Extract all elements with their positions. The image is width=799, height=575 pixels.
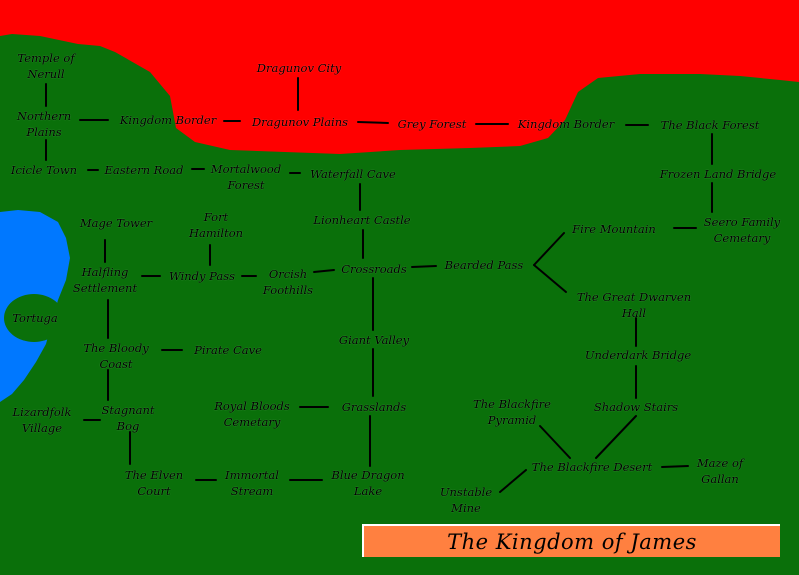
location-tortuga[interactable]: Tortuga bbox=[12, 311, 58, 325]
location-dragunov-city[interactable]: Dragunov City bbox=[256, 61, 342, 75]
location-shadow-stairs[interactable]: Shadow Stairs bbox=[593, 400, 679, 414]
map-title-banner: The Kingdom of James bbox=[362, 524, 780, 557]
location-icicle-town[interactable]: Icicle Town bbox=[10, 163, 78, 177]
enemy-territory bbox=[0, 0, 799, 154]
tortuga-island bbox=[4, 294, 64, 342]
location-the-blackfire-desert[interactable]: The Blackfire Desert bbox=[531, 460, 653, 474]
location-bearded-pass[interactable]: Bearded Pass bbox=[444, 258, 524, 272]
location-grasslands[interactable]: Grasslands bbox=[341, 400, 407, 414]
location-the-bloody-coast[interactable]: The Bloody Coast bbox=[83, 341, 149, 371]
location-kingdom-border-east[interactable]: Kingdom Border bbox=[517, 117, 615, 131]
location-seero-family-cemetary[interactable]: Seero Family Cemetary bbox=[703, 215, 781, 245]
location-waterfall-cave[interactable]: Waterfall Cave bbox=[310, 167, 396, 181]
location-fort-hamilton[interactable]: Fort Hamilton bbox=[188, 210, 244, 240]
location-kingdom-border-west[interactable]: Kingdom Border bbox=[119, 113, 217, 127]
location-orcish-foothills[interactable]: Orcish Foothills bbox=[262, 267, 314, 297]
location-unstable-mine[interactable]: Unstable Mine bbox=[439, 485, 493, 515]
location-crossroads[interactable]: Crossroads bbox=[341, 262, 407, 276]
location-immortal-stream[interactable]: Immortal Stream bbox=[225, 468, 279, 498]
route-lines bbox=[45, 77, 713, 493]
map-title: The Kingdom of James bbox=[447, 529, 697, 554]
location-mortalwood-forest[interactable]: Mortalwood Forest bbox=[210, 162, 282, 192]
location-northern-plains[interactable]: Northern Plains bbox=[16, 109, 72, 139]
location-the-blackfire-pyramid[interactable]: The Blackfire Pyramid bbox=[473, 397, 551, 427]
location-lizardfolk-village[interactable]: Lizardfolk Village bbox=[12, 405, 72, 435]
location-temple-of-nerull[interactable]: Temple of Nerull bbox=[17, 51, 75, 81]
location-frozen-land-bridge[interactable]: Frozen Land Bridge bbox=[659, 167, 777, 181]
location-giant-valley[interactable]: Giant Valley bbox=[338, 333, 410, 347]
location-underdark-bridge[interactable]: Underdark Bridge bbox=[584, 348, 692, 362]
location-grey-forest[interactable]: Grey Forest bbox=[397, 117, 467, 131]
location-the-great-dwarven-hall[interactable]: The Great Dwarven Hall bbox=[576, 290, 692, 320]
location-pirate-cave[interactable]: Pirate Cave bbox=[194, 343, 262, 357]
location-royal-bloods-cemetary[interactable]: Royal Bloods Cemetary bbox=[214, 399, 290, 429]
location-blue-dragon-lake[interactable]: Blue Dragon Lake bbox=[331, 468, 405, 498]
location-eastern-road[interactable]: Eastern Road bbox=[104, 163, 184, 177]
location-fire-mountain[interactable]: Fire Mountain bbox=[572, 222, 656, 236]
location-windy-pass[interactable]: Windy Pass bbox=[168, 269, 236, 283]
location-lionheart-castle[interactable]: Lionheart Castle bbox=[313, 213, 411, 227]
location-maze-of-gallan[interactable]: Maze of Gallan bbox=[696, 456, 744, 486]
location-dragunov-plains[interactable]: Dragunov Plains bbox=[251, 115, 349, 129]
location-stagnant-bog[interactable]: Stagnant Bog bbox=[101, 403, 155, 433]
location-halfling-settlement[interactable]: Halfling Settlement bbox=[72, 265, 138, 295]
location-the-elven-court[interactable]: The Elven Court bbox=[124, 468, 184, 498]
location-the-black-forest[interactable]: The Black Forest bbox=[660, 118, 760, 132]
location-mage-tower[interactable]: Mage Tower bbox=[79, 216, 153, 230]
